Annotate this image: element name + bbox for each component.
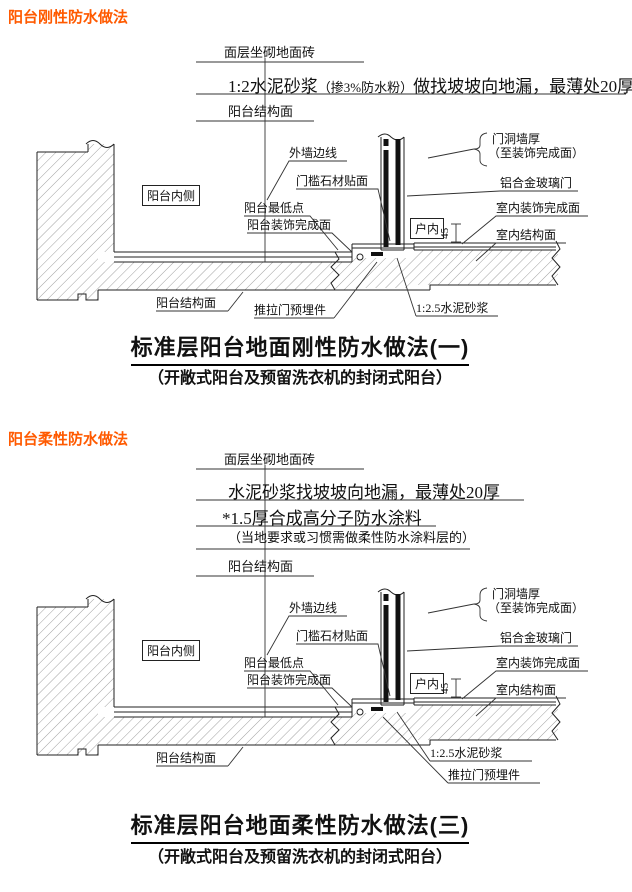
label-outer-wall-line: 外墙边线 [289, 146, 338, 160]
label-interior-finish-face: 室内装饰完成面 [496, 201, 581, 215]
annotation-membrane-note: （当地要求或习惯需做柔性防水涂料层的） [228, 530, 476, 545]
dimension-45-2: 45 [439, 682, 452, 694]
annotation-mortar-screed: 1:2水泥砂浆（掺3%防水粉）做找坡坡向地漏，最薄处20厚 [228, 72, 632, 97]
tag-balcony-inside: 阳台内侧 [142, 185, 201, 206]
label-outer-wall-line-2: 外墙边线 [289, 601, 338, 615]
dimension-45: 45 [439, 227, 452, 239]
figure2-leader-lines [156, 465, 588, 784]
label-door-wall-thickness-2: 门洞墙厚 [492, 587, 541, 601]
label-threshold-stone-2: 门槛石材贴面 [296, 629, 369, 643]
label-balcony-structure-face-bottom-2: 阳台结构面 [156, 751, 217, 765]
figure1-leader-lines [156, 58, 626, 319]
figure2-title-row: 标准层阳台地面柔性防水做法(三) [0, 808, 600, 844]
label-interior-structure-face-2: 室内结构面 [496, 683, 557, 697]
tag-balcony-inside-2: 阳台内侧 [142, 640, 201, 661]
figure1-subtitle: （开敞式阳台及预留洗衣机的封闭式阳台） [147, 370, 452, 387]
label-balcony-lowest-point-2: 阳台最低点 [244, 656, 305, 670]
label-door-wall-thickness: 门洞墙厚 [492, 132, 541, 146]
mortar-spec: 1:2水泥砂浆 [228, 77, 318, 96]
label-aluminum-glass-door: 铝合金玻璃门 [500, 176, 573, 190]
label-sliding-door-embed: 推拉门预埋件 [254, 303, 327, 317]
section1-header: 阳台刚性防水做法 [8, 9, 129, 26]
label-interior-finish-face-2: 室内装饰完成面 [496, 656, 581, 670]
label-to-finish-face-2: （至装饰完成面） [488, 601, 585, 615]
figure1-title: 标准层阳台地面刚性防水做法(一) [130, 330, 470, 366]
annotation-surface-tile-2: 面层坐砌地面砖 [224, 452, 316, 467]
figure2-subtitle: （开敞式阳台及预留洗衣机的封闭式阳台） [147, 849, 452, 866]
label-balcony-finish-face-2: 阳台装饰完成面 [247, 673, 332, 687]
label-interior-structure-face: 室内结构面 [496, 228, 557, 242]
section2-header: 阳台柔性防水做法 [8, 431, 129, 448]
figure1-title-row: 标准层阳台地面刚性防水做法(一) [0, 330, 600, 366]
tag-indoor: 户内 [410, 218, 445, 239]
tag-indoor-2: 户内 [410, 673, 445, 694]
annotation-waterproof-membrane: *1.5厚合成高分子防水涂料 [222, 509, 422, 528]
label-aluminum-glass-door-2: 铝合金玻璃门 [500, 631, 573, 645]
annotation-structure-face-2: 阳台结构面 [228, 559, 294, 574]
label-bedding-mortar: 1:2.5水泥砂浆 [416, 301, 489, 315]
annotation-mortar-slope-2: 水泥砂浆找坡坡向地漏，最薄处20厚 [228, 483, 500, 502]
annotation-structure-face: 阳台结构面 [228, 104, 294, 119]
annotation-surface-tile: 面层坐砌地面砖 [224, 45, 316, 60]
label-balcony-finish-face: 阳台装饰完成面 [247, 218, 332, 232]
label-sliding-door-embed-2: 推拉门预埋件 [448, 768, 521, 782]
label-to-finish-face: （至装饰完成面） [488, 146, 585, 160]
label-threshold-stone: 门槛石材贴面 [296, 174, 369, 188]
mortar-additive-note: （掺3%防水粉） [317, 80, 414, 95]
label-balcony-structure-face-bottom: 阳台结构面 [156, 296, 217, 310]
figure2-title: 标准层阳台地面柔性防水做法(三) [130, 808, 470, 844]
mortar-slope-note: 做找坡坡向地漏，最薄处20厚 [413, 77, 632, 96]
label-bedding-mortar-2: 1:2.5水泥砂浆 [430, 746, 503, 760]
label-balcony-lowest-point: 阳台最低点 [244, 201, 305, 215]
